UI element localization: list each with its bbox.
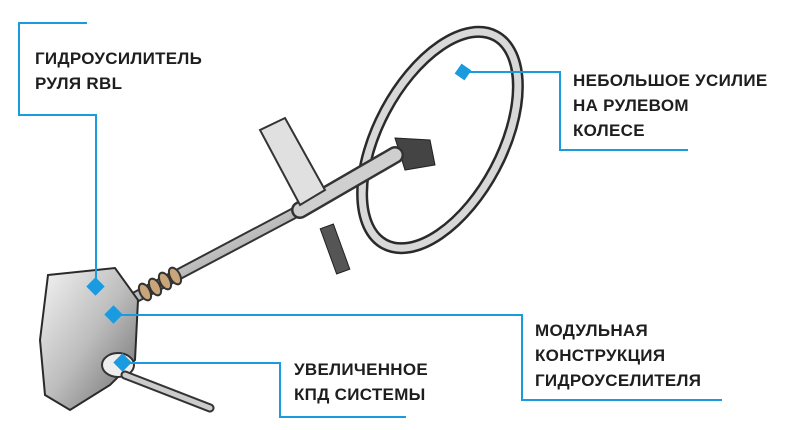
callout-steering-effort: НЕБОЛЬШОЕ УСИЛИЕ НА РУЛЕВОМ КОЛЕСЕ <box>573 68 768 143</box>
callout-modular-design: МОДУЛЬНАЯ КОНСТРУКЦИЯ ГИДРОУСЕЛИТЕЛЯ <box>535 318 701 393</box>
callout-power-steering: ГИДРОУСИЛИТЕЛЬ РУЛЯ RBL <box>35 46 202 96</box>
callout-text: РУЛЯ RBL <box>35 74 123 93</box>
callout-text: УВЕЛИЧЕННОЕ <box>294 360 429 379</box>
callout-lines <box>18 22 722 418</box>
callout-text: КОНСТРУКЦИЯ <box>535 346 666 365</box>
callout-text: КПД СИСТЕМЫ <box>294 385 426 404</box>
steering-gearbox <box>38 266 215 413</box>
marker-steering-wheel <box>454 63 472 81</box>
callout-text: НА РУЛЕВОМ <box>573 96 689 115</box>
steering-wheel <box>356 25 524 255</box>
marker-power-steering <box>86 277 105 296</box>
callout-text: ГИДРОУСИЛИТЕЛЬ <box>35 49 203 68</box>
marker-efficiency <box>113 353 132 372</box>
marker-modular-design <box>104 305 123 324</box>
callout-text: НЕБОЛЬШОЕ УСИЛИЕ <box>573 71 768 90</box>
callout-text: КОЛЕСЕ <box>573 121 645 140</box>
callout-text: ГИДРОУСЕЛИТЕЛЯ <box>535 371 702 390</box>
callout-text: МОДУЛЬНАЯ <box>535 321 649 340</box>
steering-column <box>124 116 404 306</box>
callout-efficiency: УВЕЛИЧЕННОЕ КПД СИСТЕМЫ <box>294 357 428 407</box>
